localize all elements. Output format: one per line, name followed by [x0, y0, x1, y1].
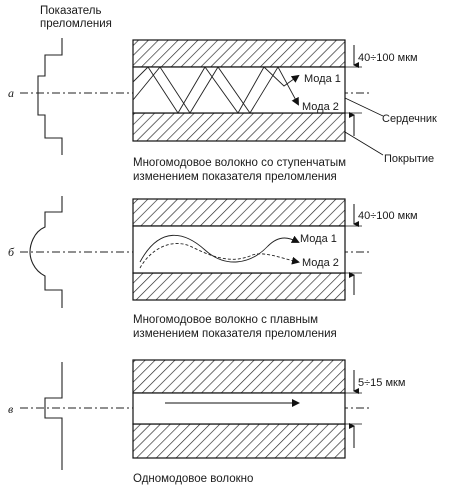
panel-b-dimension: 40÷100 мкм: [358, 210, 418, 222]
panel-b-caption-line1: Многомодовое волокно с плавным: [133, 314, 318, 326]
panel-a-letter: а: [8, 86, 14, 100]
panel-b-core: [132, 225, 346, 274]
panel-single-mode: в 5÷15 мкм Одномодовое волокно: [8, 359, 405, 485]
panel-c-cladding-bottom: [132, 423, 346, 459]
panel-b-ray-mode2: [139, 243, 300, 269]
panel-a-mode1-label: Мода 1: [304, 73, 341, 85]
axis-label-line2: преломления: [40, 18, 112, 30]
graded-index-profile: [29, 196, 63, 308]
panel-c-cladding-top: [132, 359, 346, 394]
core-callout: Сердечник: [382, 113, 437, 125]
panel-c-dimension: 5÷15 мкм: [358, 377, 405, 389]
panel-c-caption-line1: Одномодовое волокно: [133, 473, 253, 485]
panel-a-ray-mode1: [132, 66, 300, 114]
panel-a-cladding-top: [132, 39, 346, 68]
panel-a-caption-line1: Многомодовое волокно со ступенчатым: [133, 157, 346, 169]
panel-a-ray-mode2: [132, 66, 299, 114]
panel-a-core: [132, 66, 346, 114]
panel-b-caption-line2: изменением показателя преломления: [133, 328, 337, 340]
panel-b-cladding-top: [132, 198, 346, 227]
cladding-callout: Покрытие: [384, 153, 434, 165]
cladding-callout-line: [344, 131, 384, 156]
panel-b-ray-mode1: [139, 234, 300, 263]
panel-c-core: [132, 392, 346, 425]
panel-b-mode2-label: Мода 2: [302, 257, 339, 269]
panel-c-letter: в: [8, 402, 13, 416]
panel-b-mode1-label: Мода 1: [300, 233, 337, 245]
panel-a-cladding-bottom: [132, 112, 346, 142]
axis-label-line1: Показатель: [40, 5, 101, 17]
panel-graded-index: б Мода 1 Мода 2 40÷100 мкм Многомодовое …: [8, 196, 418, 340]
step-index-profile: [37, 38, 63, 155]
panel-step-index: а Мода 1 Мода 2 40÷100 мкм Сердечник Пок…: [8, 38, 437, 183]
panel-a-mode2-label: Мода 2: [302, 101, 339, 113]
core-callout-line: [344, 97, 384, 117]
single-mode-profile: [44, 362, 63, 470]
panel-a-caption-line2: изменением показателя преломления: [133, 171, 337, 183]
panel-b-letter: б: [8, 245, 15, 259]
panel-a-dimension: 40÷100 мкм: [358, 52, 418, 64]
panel-b-cladding-bottom: [132, 272, 346, 301]
